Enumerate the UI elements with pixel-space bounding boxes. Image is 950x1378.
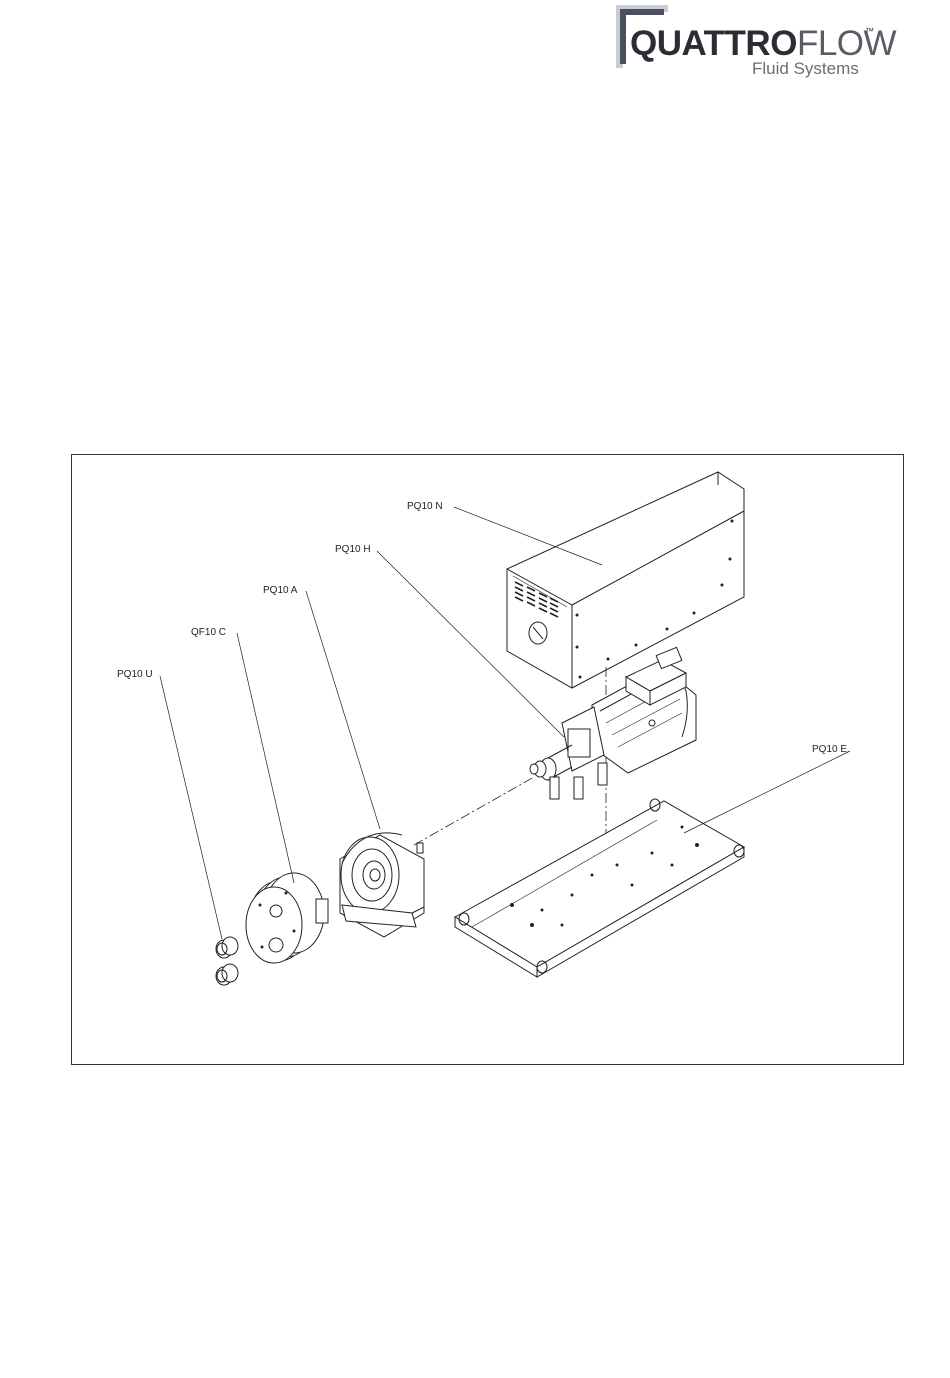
assembly-diagram-frame: PQ10 N PQ10 H PQ10 A QF10 C PQ10 U PQ10 … [71, 454, 904, 1065]
logo-trademark: ™ [865, 26, 874, 36]
logo-subtitle: Fluid Systems [752, 59, 859, 79]
callout-pq10h: PQ10 H [335, 544, 371, 555]
callout-pq10n: PQ10 N [407, 501, 443, 512]
callout-qf10c: QF10 C [191, 627, 226, 638]
callout-pq10e: PQ10 E [812, 744, 847, 755]
callout-pq10a: PQ10 A [263, 585, 297, 596]
pump-body [340, 833, 424, 937]
logo-light-text: FLOW [797, 24, 896, 63]
logo-bold-text: QUATTRO [630, 24, 797, 63]
cover-housing [507, 472, 744, 688]
logo-wordmark: QUATTROFLOW [630, 26, 896, 61]
callout-leader-lines [160, 507, 850, 939]
callout-pq10u: PQ10 U [117, 669, 153, 680]
pump-cover [246, 873, 328, 963]
company-logo: QUATTROFLOW ™ Fluid Systems [612, 2, 882, 78]
port-fittings [216, 937, 238, 985]
base-frame [455, 799, 744, 977]
assembly-drawing [72, 455, 903, 1064]
